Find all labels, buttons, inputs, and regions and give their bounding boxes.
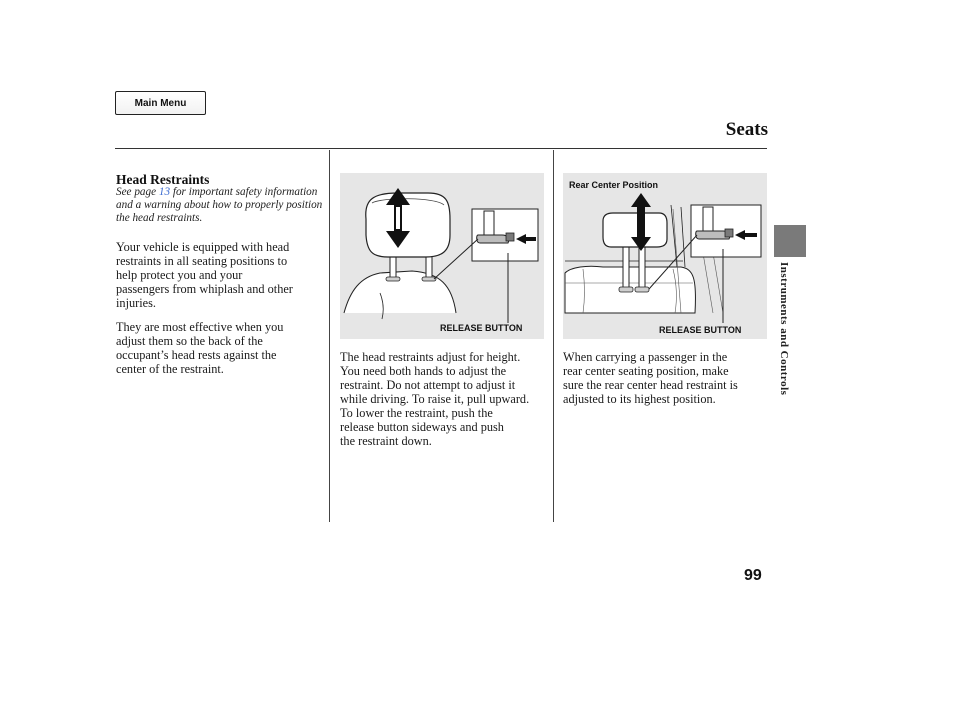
see-page-prefix: See page bbox=[116, 186, 159, 198]
rear-center-position-caption: Rear Center Position bbox=[569, 180, 659, 190]
head-restraints-heading: Head Restraints bbox=[116, 172, 210, 187]
main-menu-button[interactable]: Main Menu bbox=[115, 91, 206, 115]
safety-reference-note: See page 13 for important safety informa… bbox=[116, 186, 326, 225]
page-number: 99 bbox=[744, 567, 762, 584]
see-page-suffix: for important safety information and a w… bbox=[116, 186, 323, 224]
section-title: Seats bbox=[725, 119, 768, 140]
rear-center-paragraph: When carrying a passenger in the rear ce… bbox=[563, 350, 738, 406]
release-button-label: RELEASE BUTTON bbox=[440, 323, 523, 333]
release-button-label-rear: RELEASE BUTTON bbox=[659, 325, 742, 335]
intro-paragraph: Your vehicle is equipped with head restr… bbox=[116, 240, 293, 310]
header-divider bbox=[115, 148, 767, 149]
front-head-restraint-illustration: RELEASE BUTTON bbox=[340, 173, 544, 339]
effectiveness-paragraph: They are most effective when you adjust … bbox=[116, 320, 284, 376]
rear-seat-drawing bbox=[564, 193, 762, 323]
chapter-tab-label: Instruments and Controls bbox=[778, 262, 790, 396]
rear-center-head-restraint-illustration: Rear Center Position RELEASE BUTTON bbox=[563, 173, 767, 339]
column-divider-right bbox=[553, 150, 554, 522]
column-divider-left bbox=[329, 150, 330, 522]
chapter-tab-marker[interactable] bbox=[774, 225, 806, 257]
page-13-link[interactable]: 13 bbox=[158, 186, 171, 198]
height-adjust-paragraph: The head restraints adjust for height. Y… bbox=[340, 350, 530, 448]
front-seat-drawing bbox=[343, 188, 539, 323]
